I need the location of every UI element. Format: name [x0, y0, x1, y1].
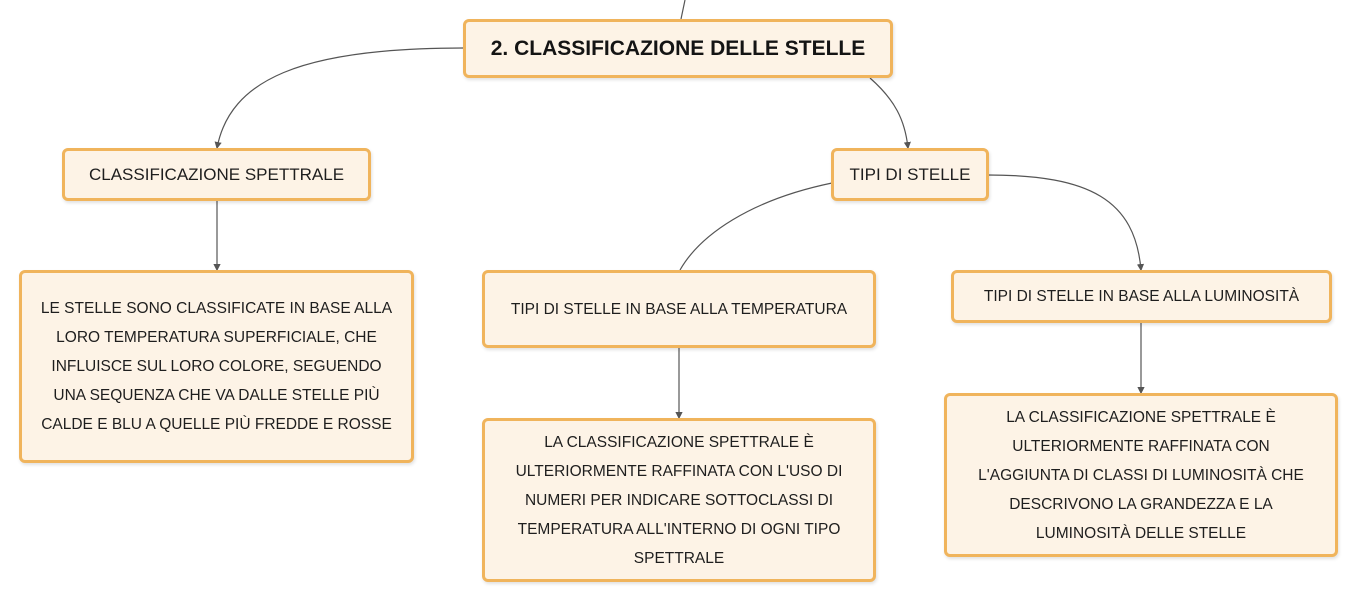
connector-parent-to-root: [680, 0, 686, 20]
luminosity-description-text: LA CLASSIFICAZIONE SPETTRALE È ULTERIORM…: [978, 408, 1304, 542]
root-topic-label: 2. CLASSIFICAZIONE DELLE STELLE: [490, 36, 866, 60]
luminosity-description-node[interactable]: LA CLASSIFICAZIONE SPETTRALE È ULTERIORM…: [944, 393, 1338, 557]
temperature-description-node[interactable]: LA CLASSIFICAZIONE SPETTRALE È ULTERIORM…: [482, 418, 876, 582]
types-by-temperature-label: TIPI DI STELLE IN BASE ALLA TEMPERATURA: [510, 300, 848, 318]
spectral-description-text: LE STELLE SONO CLASSIFICATE IN BASE ALLA…: [40, 300, 393, 433]
connector-root-to-star-types: [869, 77, 911, 150]
types-by-temperature-node[interactable]: TIPI DI STELLE IN BASE ALLA TEMPERATURA: [482, 270, 876, 348]
star-types-label: TIPI DI STELLE: [849, 164, 971, 184]
star-types-node[interactable]: TIPI DI STELLE: [831, 148, 989, 201]
connector-star-types-to-luminosity: [987, 174, 1145, 272]
spectral-classification-label: CLASSIFICAZIONE SPETTRALE: [88, 164, 345, 184]
connector-star-types-to-temperature: [679, 182, 833, 271]
types-by-luminosity-node[interactable]: TIPI DI STELLE IN BASE ALLA LUMINOSITÀ: [951, 270, 1332, 323]
spectral-description-node[interactable]: LE STELLE SONO CLASSIFICATE IN BASE ALLA…: [19, 270, 414, 463]
connector-root-to-spectral: [214, 47, 464, 150]
types-by-luminosity-label: TIPI DI STELLE IN BASE ALLA LUMINOSITÀ: [983, 288, 1300, 305]
temperature-description-text: LA CLASSIFICAZIONE SPETTRALE È ULTERIORM…: [515, 433, 843, 567]
root-topic-node[interactable]: 2. CLASSIFICAZIONE DELLE STELLE: [463, 19, 893, 78]
spectral-classification-node[interactable]: CLASSIFICAZIONE SPETTRALE: [62, 148, 371, 201]
